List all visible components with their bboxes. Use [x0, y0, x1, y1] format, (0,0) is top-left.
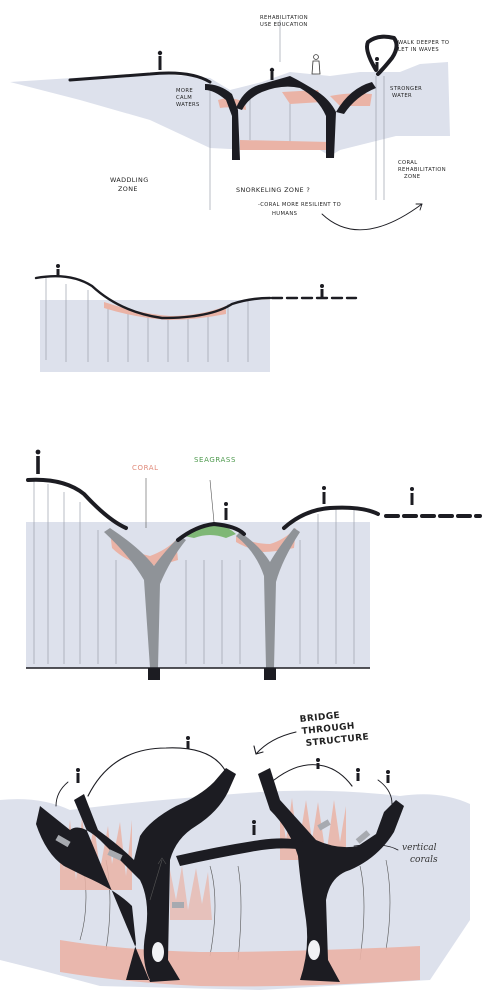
arrow-head [253, 745, 264, 755]
section-3-coral-seagrass: CORAL SEAGRASS [26, 449, 482, 680]
seagrass-pointer [209, 479, 215, 523]
label-coral-rehab-zone: CORAL [398, 160, 418, 166]
section-2-dune [34, 264, 358, 372]
label-wadding-zone: ZONE [118, 185, 138, 193]
label-stronger-water: STRONGER [390, 86, 422, 92]
label-calm-waters: MORE [176, 88, 193, 94]
foot-opening [152, 942, 164, 962]
water-hatching [209, 20, 385, 210]
label-bridge: BRIDGE [299, 711, 340, 725]
structure-bands [55, 819, 371, 908]
label-wadding-zone: WADDLING [110, 176, 149, 184]
label-stronger-water: WATER [392, 93, 412, 99]
reef-structure [205, 76, 376, 160]
label-coral-resilient: -CORAL MORE RESILIENT TO [258, 202, 341, 208]
person-figure [56, 264, 60, 277]
curved-arrow [377, 779, 393, 805]
support-pillar [236, 528, 300, 668]
person-figure [311, 54, 321, 75]
arrow-to-structure [255, 731, 297, 755]
label-walk-deeper: WALK DEEPER TO [398, 40, 449, 46]
arrow-head [415, 203, 423, 211]
water-hatching [45, 278, 249, 362]
rope-arc [273, 764, 353, 787]
tree-structure-right [258, 768, 404, 982]
person-figure [356, 768, 360, 781]
seagrass-patch [184, 523, 236, 538]
label-rehabilitation: REHABILITATION [260, 15, 308, 21]
label-walk-deeper: LET IN WAVES [398, 47, 439, 53]
person-figure [224, 502, 228, 520]
water-body [40, 300, 270, 372]
bridge-deck [176, 838, 304, 866]
person-figure [252, 820, 256, 835]
section-4-bridge-structure: BRIDGE THROUGH STRUCTURE vertical corals [0, 711, 470, 990]
label-coral: CORAL [132, 464, 159, 472]
pillar-foot [148, 668, 160, 680]
label-vertical-corals: corals [410, 855, 438, 865]
dune-line [34, 275, 272, 320]
water-hatching [33, 480, 355, 664]
person-figure [322, 486, 326, 504]
label-coral-resilient: HUMANS [272, 211, 297, 217]
water-hatching [79, 849, 391, 961]
label-calm-waters: CALM [176, 95, 192, 101]
label-coral-rehab-zone: REHABILITATION [398, 167, 446, 173]
pointer-line [353, 844, 399, 851]
person-figure [320, 284, 324, 297]
label-calm-waters: WATERS [176, 102, 200, 108]
person-figure [386, 770, 390, 783]
label-vertical-corals: vertical [402, 843, 437, 853]
person-figure [375, 57, 379, 70]
person-figure [76, 768, 80, 783]
hand-loop [365, 34, 399, 76]
curved-arrow [321, 203, 423, 231]
person-figure [269, 67, 275, 80]
label-seagrass: SEAGRASS [194, 456, 236, 464]
rope-arc [87, 747, 227, 797]
curved-arrow [55, 781, 69, 807]
person-figure [316, 758, 320, 769]
person-figure [186, 736, 190, 749]
walkway-line [68, 71, 212, 84]
label-rehabilitation: USE EDUCATION [260, 22, 308, 28]
support-pillar [104, 528, 186, 668]
tree-structure-left [36, 768, 236, 982]
foot-opening [308, 940, 320, 960]
person-figure [157, 50, 163, 70]
label-coral-rehab-zone: ZONE [404, 174, 420, 180]
flow-arrow [149, 857, 167, 901]
section-1-overview: REHABILITATION USE EDUCATION WALK DEEPER… [10, 15, 450, 231]
person-figure [35, 449, 41, 474]
label-snorkeling-zone: SNORKELING ZONE ? [236, 186, 310, 194]
profile-line [26, 477, 380, 542]
pillar-foot [264, 668, 276, 680]
water-body [26, 522, 370, 668]
person-figure [410, 487, 414, 505]
